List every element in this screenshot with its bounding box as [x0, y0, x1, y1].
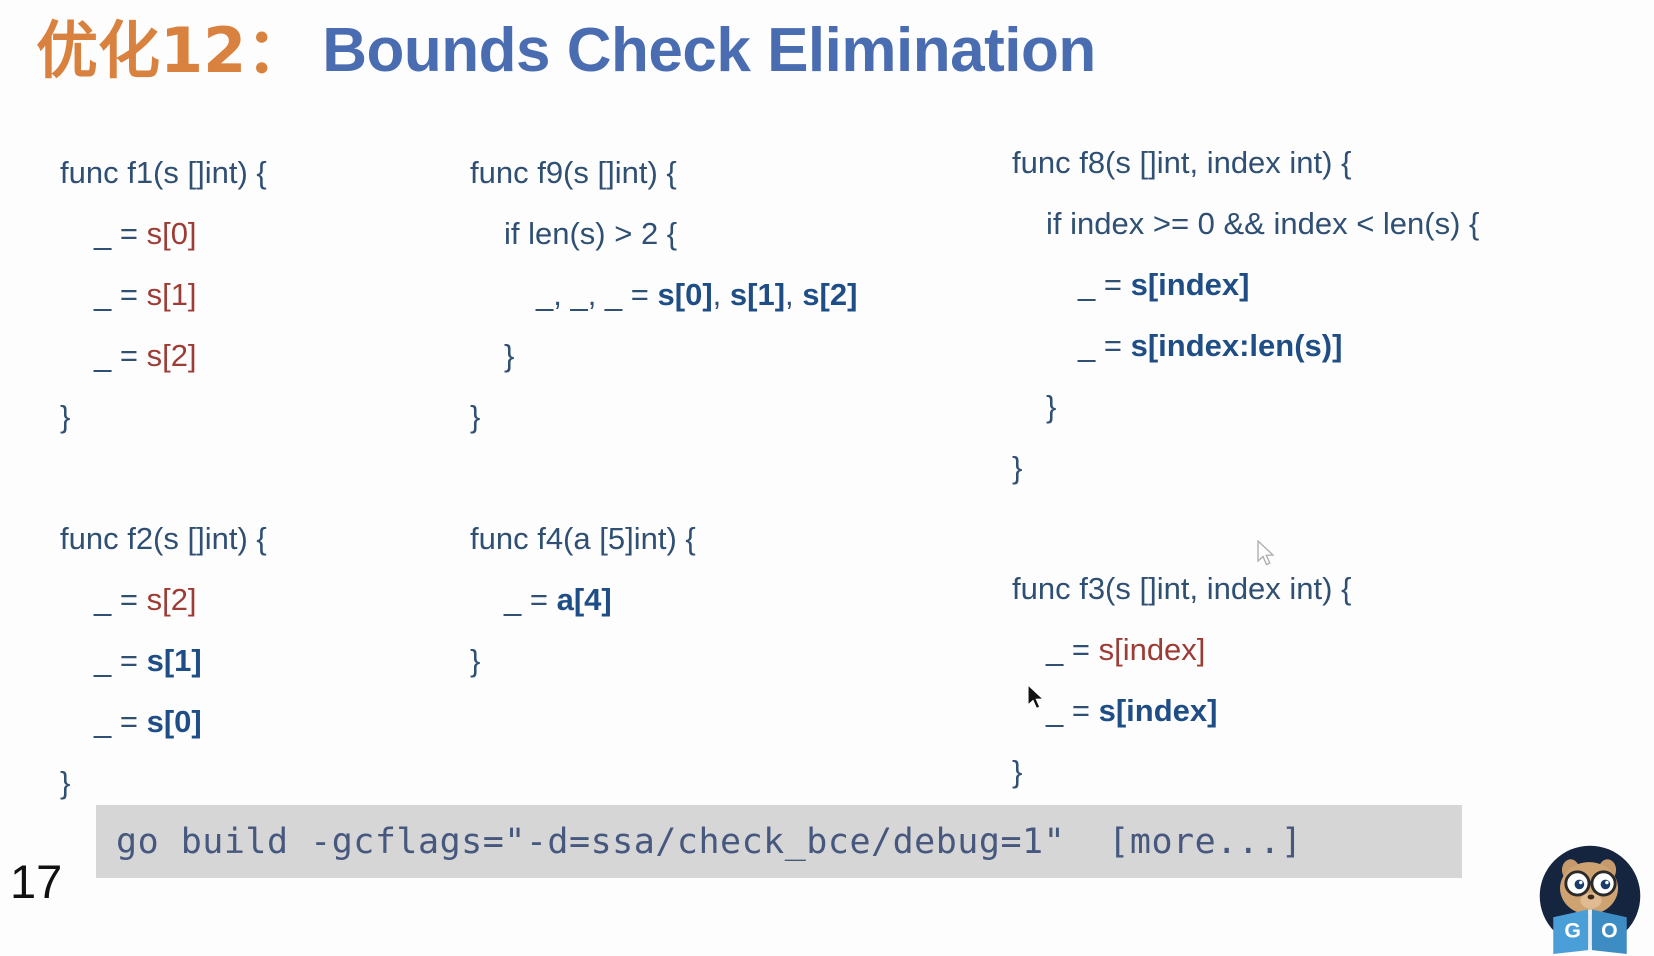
- code-line-f9-body: _, _, _ = s[0], s[1], s[2]: [470, 264, 857, 325]
- code-line-f2-1: _ = s[2]: [60, 569, 267, 630]
- code-line-f1-signature: func f1(s []int) {: [60, 155, 267, 190]
- assign-prefix: _ =: [1046, 632, 1099, 667]
- index-expr-s-index: s[index]: [1130, 267, 1250, 302]
- code-block-f9: func f9(s []int) { if len(s) > 2 { _, _,…: [470, 142, 857, 447]
- code-block-f3: func f3(s []int, index int) { _ = s[inde…: [1012, 558, 1351, 802]
- index-expr-a4: a[4]: [556, 582, 612, 617]
- code-line-f8-signature: func f8(s []int, index int) {: [1012, 145, 1352, 180]
- code-line-f8-1: _ = s[index]: [1012, 254, 1479, 315]
- index-expr-s0: s[0]: [657, 277, 713, 312]
- slide-number: 17: [10, 855, 63, 908]
- code-line-f8-close: }: [1012, 450, 1023, 485]
- index-expr-s2: s[2]: [146, 338, 197, 373]
- svg-text:G: G: [1564, 919, 1581, 943]
- list-separator: ,: [712, 277, 730, 312]
- assign-prefix: _ =: [504, 582, 557, 617]
- assign-prefix: _ =: [94, 582, 147, 617]
- assign-prefix: _, _, _ =: [536, 277, 658, 312]
- svg-text:O: O: [1601, 919, 1618, 943]
- code-line-f4-1: _ = a[4]: [470, 569, 696, 630]
- code-line-f1-2: _ = s[1]: [60, 264, 267, 325]
- code-line-f4-close: }: [470, 643, 481, 678]
- list-separator: ,: [785, 277, 803, 312]
- code-line-f2-3: _ = s[0]: [60, 691, 267, 752]
- index-expr-s1: s[1]: [146, 277, 197, 312]
- code-line-f9-close: }: [470, 399, 481, 434]
- code-line-f4-signature: func f4(a [5]int) {: [470, 521, 696, 556]
- assign-prefix: _ =: [94, 704, 147, 739]
- slice-expr-s-index-len: s[index:len(s)]: [1130, 328, 1343, 363]
- index-expr-s0: s[0]: [146, 216, 197, 251]
- assign-prefix: _ =: [94, 277, 147, 312]
- code-line-f8-if: if index >= 0 && index < len(s) {: [1046, 206, 1480, 241]
- code-line-f3-2: _ = s[index]: [1012, 680, 1351, 741]
- assign-prefix: _ =: [1078, 328, 1131, 363]
- code-line-f2-signature: func f2(s []int) {: [60, 521, 267, 556]
- code-block-f2: func f2(s []int) { _ = s[2] _ = s[1] _ =…: [60, 508, 267, 813]
- index-expr-s2: s[2]: [146, 582, 197, 617]
- code-line-f2-close: }: [60, 765, 71, 800]
- page-title-prefix-cn: 优化12：: [36, 14, 309, 87]
- assign-prefix: _ =: [94, 216, 147, 251]
- code-line-f8-close-inner: }: [1046, 389, 1057, 424]
- code-line-f3-signature: func f3(s []int, index int) {: [1012, 571, 1352, 606]
- index-expr-s-index: s[index]: [1098, 632, 1206, 667]
- code-line-f3-1: _ = s[index]: [1012, 619, 1351, 680]
- code-line-f1-1: _ = s[0]: [60, 203, 267, 264]
- code-line-f1-close: }: [60, 399, 71, 434]
- assign-prefix: _ =: [1078, 267, 1131, 302]
- page-title-main: Bounds Check Elimination: [322, 16, 1096, 85]
- code-line-f9-if: if len(s) > 2 {: [504, 216, 678, 251]
- assign-prefix: _ =: [94, 338, 147, 373]
- code-line-f1-3: _ = s[2]: [60, 325, 267, 386]
- page-title: 优化12：Bounds Check Elimination: [36, 20, 1096, 82]
- assign-prefix: _ =: [1046, 693, 1099, 728]
- code-block-f4: func f4(a [5]int) { _ = a[4] }: [470, 508, 696, 691]
- build-command-bar: go build -gcflags="-d=ssa/check_bce/debu…: [96, 805, 1462, 878]
- code-line-f9-signature: func f9(s []int) {: [470, 155, 677, 190]
- go-gopher-logo: G O: [1539, 845, 1641, 954]
- index-expr-s1: s[1]: [146, 643, 202, 678]
- code-line-f3-close: }: [1012, 754, 1023, 789]
- code-line-f9-close-inner: }: [504, 338, 515, 373]
- code-line-f8-2: _ = s[index:len(s)]: [1012, 315, 1479, 376]
- assign-prefix: _ =: [94, 643, 147, 678]
- code-block-f8: func f8(s []int, index int) { if index >…: [1012, 132, 1479, 498]
- index-expr-s2: s[2]: [802, 277, 858, 312]
- code-block-f1: func f1(s []int) { _ = s[0] _ = s[1] _ =…: [60, 142, 267, 447]
- index-expr-s-index: s[index]: [1098, 693, 1218, 728]
- code-line-f2-2: _ = s[1]: [60, 630, 267, 691]
- index-expr-s0: s[0]: [146, 704, 202, 739]
- index-expr-s1: s[1]: [729, 277, 786, 312]
- build-command-text: go build -gcflags="-d=ssa/check_bce/debu…: [116, 821, 1303, 862]
